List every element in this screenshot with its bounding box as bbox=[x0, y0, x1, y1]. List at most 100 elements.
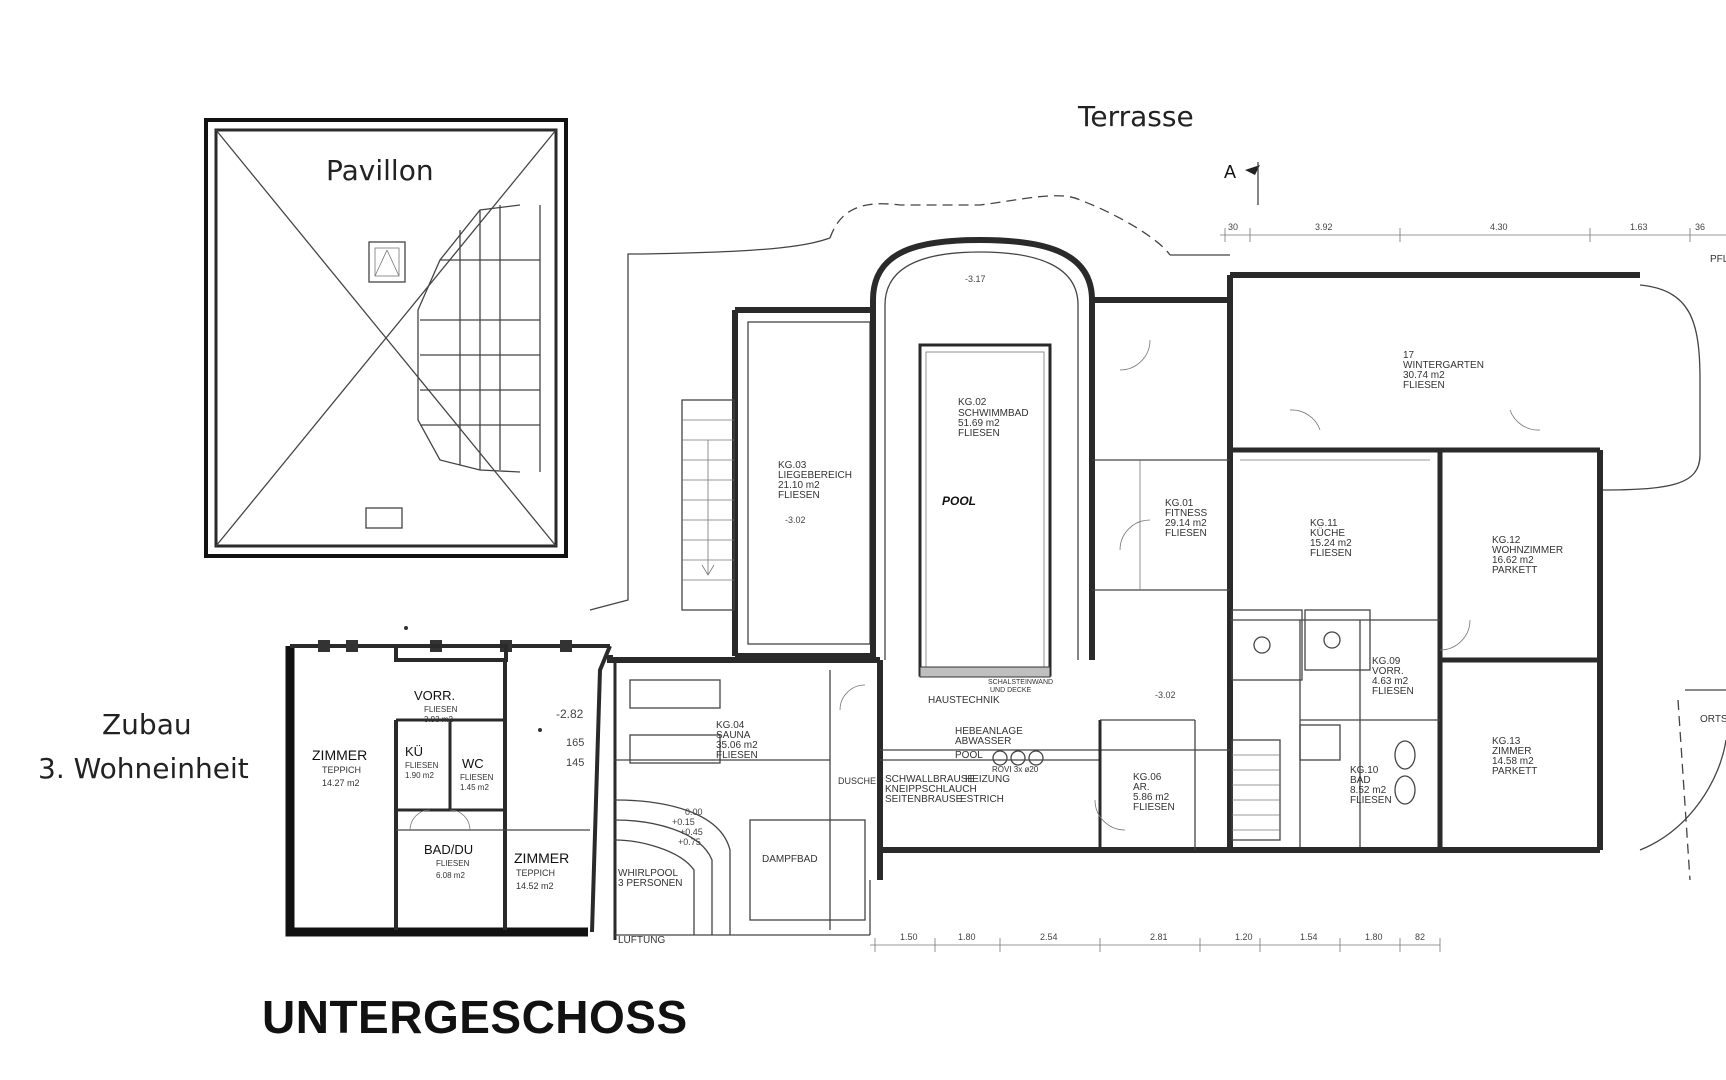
room-schwimmbad: KG.02 SCHWIMMBAD 51.69 m2 FLIESEN POOL -… bbox=[942, 274, 1029, 508]
pavilion-window-symbol bbox=[368, 241, 406, 283]
pavilion-vent-symbol bbox=[365, 507, 403, 529]
dim-bottom-label: 1.20 bbox=[1235, 932, 1253, 942]
room-haustechnik: HAUSTECHNIK SCHALSTEINWAND UND DECKE HEB… bbox=[928, 679, 1053, 774]
svg-text:ORTSK: ORTSK bbox=[1700, 714, 1726, 725]
pavilion-glass-structure bbox=[417, 204, 541, 473]
svg-text:WINTERGARTEN: WINTERGARTEN bbox=[1403, 360, 1484, 371]
svg-text:KG.13: KG.13 bbox=[1492, 736, 1521, 747]
annex-room-bad: BAD/DU FLIESEN 6.08 m2 bbox=[424, 842, 473, 880]
svg-text:HEBEANLAGE: HEBEANLAGE bbox=[955, 726, 1023, 737]
svg-text:35.06 m2: 35.06 m2 bbox=[716, 740, 758, 751]
annex-label-line2: 3. Wohneinheit bbox=[38, 752, 249, 785]
svg-text:KG.01: KG.01 bbox=[1165, 498, 1194, 509]
room-schwallbrause: SCHWALLBRAUSE HEIZUNG KNEIPPSCHLAUCH SEI… bbox=[838, 774, 1010, 805]
dim-bottom-label: 2.81 bbox=[1150, 932, 1168, 942]
dim-bottom-label: 1.80 bbox=[1365, 932, 1383, 942]
svg-text:PARKETT: PARKETT bbox=[1492, 766, 1537, 777]
stairs bbox=[681, 399, 1281, 841]
svg-text:SCHWALLBRAUSE: SCHWALLBRAUSE bbox=[885, 774, 974, 785]
svg-text:KNEIPPSCHLAUCH: KNEIPPSCHLAUCH bbox=[885, 784, 977, 795]
annex-room-vorr: VORR. FLIESEN 3.93 m2 bbox=[414, 688, 458, 724]
svg-text:FLIESEN: FLIESEN bbox=[1372, 686, 1414, 697]
annex-room-zimmer-1: ZIMMER TEPPICH 14.27 m2 bbox=[312, 747, 367, 788]
exterior-labels: PFL ORTSK bbox=[1700, 254, 1726, 725]
dim-top-label: 4.30 bbox=[1490, 222, 1508, 232]
room-fitness: KG.01 FITNESS 29.14 m2 FLIESEN -3.02 bbox=[1155, 498, 1208, 700]
svg-text:3 PERSONEN: 3 PERSONEN bbox=[618, 878, 682, 889]
section-mark-label: A bbox=[1224, 162, 1236, 182]
terrace-label: Terrasse bbox=[1078, 100, 1194, 133]
annex-label-line1: Zubau bbox=[102, 708, 192, 741]
svg-text:+0.15: +0.15 bbox=[672, 817, 695, 827]
svg-text:FLIESEN: FLIESEN bbox=[716, 750, 758, 761]
room-abstellraum: KG.06 AR. 5.86 m2 FLIESEN bbox=[1133, 772, 1175, 813]
svg-text:TEPPICH: TEPPICH bbox=[322, 765, 361, 775]
svg-text:30.74 m2: 30.74 m2 bbox=[1403, 370, 1445, 381]
svg-text:FLIESEN: FLIESEN bbox=[778, 490, 820, 501]
svg-text:LIEGEBEREICH: LIEGEBEREICH bbox=[778, 470, 852, 481]
svg-text:-3.02: -3.02 bbox=[1155, 690, 1176, 700]
annex-level-label: -2.82 165 145 bbox=[556, 707, 584, 769]
dim-bottom-label: 1.80 bbox=[958, 932, 976, 942]
svg-text:ESTRICH: ESTRICH bbox=[960, 794, 1004, 805]
room-bad: KG.10 BAD 8.52 m2 FLIESEN bbox=[1350, 765, 1392, 806]
svg-text:16.62 m2: 16.62 m2 bbox=[1492, 555, 1534, 566]
svg-text:ABWASSER: ABWASSER bbox=[955, 736, 1011, 747]
svg-text:SEITENBRAUSE: SEITENBRAUSE bbox=[885, 794, 963, 805]
svg-text:FLIESEN: FLIESEN bbox=[460, 773, 494, 782]
svg-text:WHIRLPOOL: WHIRLPOOL bbox=[618, 868, 678, 879]
svg-text:1.90 m2: 1.90 m2 bbox=[405, 771, 434, 780]
main-walls bbox=[607, 236, 1726, 940]
room-liegebereich: KG.03 LIEGEBEREICH 21.10 m2 FLIESEN -3.0… bbox=[778, 460, 852, 525]
svg-text:FLIESEN: FLIESEN bbox=[1133, 802, 1175, 813]
svg-text:BAD/DU: BAD/DU bbox=[424, 842, 473, 857]
svg-text:VORR.: VORR. bbox=[1372, 666, 1404, 677]
svg-text:FITNESS: FITNESS bbox=[1165, 508, 1208, 519]
svg-text:+0.75: +0.75 bbox=[678, 837, 701, 847]
room-zimmer-13: KG.13 ZIMMER 14.58 m2 PARKETT bbox=[1492, 736, 1537, 777]
svg-text:ZIMMER: ZIMMER bbox=[1492, 746, 1531, 757]
svg-text:14.27 m2: 14.27 m2 bbox=[322, 778, 360, 788]
svg-text:SAUNA: SAUNA bbox=[716, 730, 751, 741]
svg-text:KG.04: KG.04 bbox=[716, 720, 745, 731]
svg-text:21.10 m2: 21.10 m2 bbox=[778, 480, 820, 491]
svg-text:WOHNZIMMER: WOHNZIMMER bbox=[1492, 545, 1563, 556]
svg-text:HEIZUNG: HEIZUNG bbox=[965, 774, 1010, 785]
svg-text:1.45 m2: 1.45 m2 bbox=[460, 783, 489, 792]
dimension-lines bbox=[870, 228, 1726, 952]
svg-text:KG.02: KG.02 bbox=[958, 397, 987, 408]
dim-top-label: 3.92 bbox=[1315, 222, 1333, 232]
svg-text:KG.12: KG.12 bbox=[1492, 535, 1521, 546]
pavilion-label: Pavillon bbox=[326, 154, 434, 187]
svg-text:FLIESEN: FLIESEN bbox=[1165, 528, 1207, 539]
svg-text:14.58 m2: 14.58 m2 bbox=[1492, 756, 1534, 767]
svg-text:8.52 m2: 8.52 m2 bbox=[1350, 785, 1387, 796]
pavilion-plan bbox=[204, 118, 568, 558]
room-sauna: KG.04 SAUNA 35.06 m2 FLIESEN bbox=[716, 720, 758, 761]
annex-room-ku: KÜ FLIESEN 1.90 m2 bbox=[405, 744, 439, 780]
svg-text:ZIMMER: ZIMMER bbox=[514, 850, 569, 866]
svg-text:+0.45: +0.45 bbox=[680, 827, 703, 837]
svg-text:FLIESEN: FLIESEN bbox=[424, 705, 458, 714]
floor-title: UNTERGESCHOSS bbox=[262, 991, 688, 1043]
svg-text:KG.03: KG.03 bbox=[778, 460, 807, 471]
svg-text:POOL: POOL bbox=[955, 750, 983, 761]
svg-text:AR.: AR. bbox=[1133, 782, 1150, 793]
svg-text:165: 165 bbox=[566, 737, 584, 749]
svg-text:5.86 m2: 5.86 m2 bbox=[1133, 792, 1170, 803]
top-dimension-labels: 30 3.92 4.30 1.63 36 bbox=[1228, 222, 1705, 232]
svg-text:FLIESEN: FLIESEN bbox=[1310, 548, 1352, 559]
svg-text:UND DECKE: UND DECKE bbox=[990, 687, 1032, 694]
svg-text:6.08 m2: 6.08 m2 bbox=[436, 871, 465, 880]
section-mark: A bbox=[1224, 162, 1260, 205]
svg-text:KG.10: KG.10 bbox=[1350, 765, 1379, 776]
svg-text:15.24 m2: 15.24 m2 bbox=[1310, 538, 1352, 549]
room-dampfbad: DAMPFBAD bbox=[762, 854, 818, 865]
svg-text:VORR.: VORR. bbox=[414, 688, 455, 703]
svg-text:BAD: BAD bbox=[1350, 775, 1371, 786]
svg-text:FLIESEN: FLIESEN bbox=[436, 859, 470, 868]
svg-text:DAMPFBAD: DAMPFBAD bbox=[762, 854, 818, 865]
dim-bottom-label: 1.54 bbox=[1300, 932, 1318, 942]
svg-text:-2.82: -2.82 bbox=[556, 707, 584, 721]
svg-text:FLIESEN: FLIESEN bbox=[405, 761, 439, 770]
